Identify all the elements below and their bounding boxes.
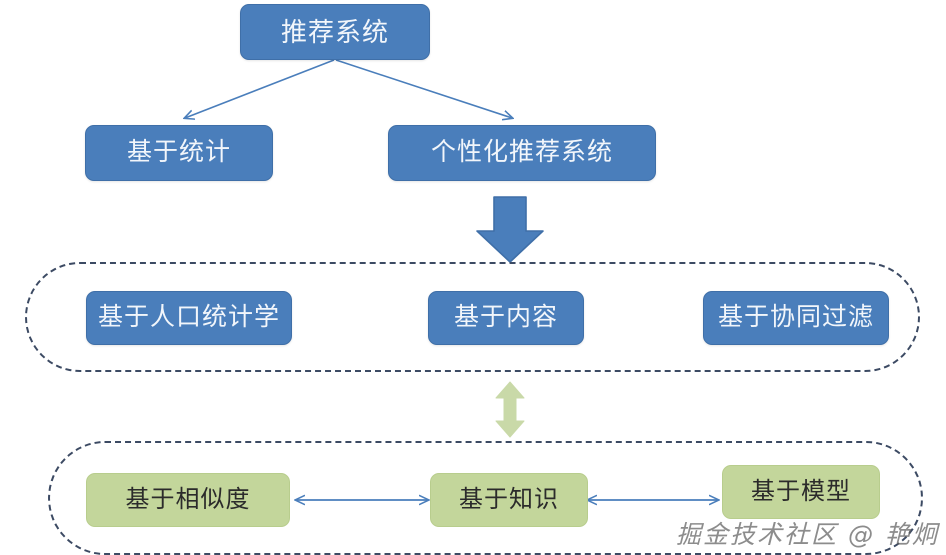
arrow-top-to-personalized bbox=[335, 59, 512, 118]
node-knowledge-based[interactable]: 基于知识 bbox=[430, 473, 588, 527]
node-personalized-recommendation[interactable]: 个性化推荐系统 bbox=[388, 125, 656, 181]
node-label: 基于统计 bbox=[126, 138, 231, 167]
node-collaborative-filtering-based[interactable]: 基于协同过滤 bbox=[703, 291, 889, 345]
node-label: 基于协同过滤 bbox=[717, 303, 874, 332]
arrow-top-to-statistics bbox=[185, 59, 335, 118]
block-arrow-down bbox=[476, 196, 544, 263]
node-statistics-based[interactable]: 基于统计 bbox=[85, 125, 273, 181]
node-label: 基于模型 bbox=[751, 477, 851, 505]
node-label: 基于知识 bbox=[459, 485, 559, 513]
node-label: 个性化推荐系统 bbox=[430, 138, 613, 167]
node-recommendation-system[interactable]: 推荐系统 bbox=[240, 4, 430, 60]
node-model-based[interactable]: 基于模型 bbox=[722, 465, 880, 519]
node-content-based[interactable]: 基于内容 bbox=[428, 291, 584, 345]
double-arrow-vertical bbox=[495, 381, 525, 438]
node-label: 推荐系统 bbox=[280, 16, 389, 47]
node-demographic-based[interactable]: 基于人口统计学 bbox=[86, 291, 292, 345]
node-label: 基于人口统计学 bbox=[97, 303, 280, 332]
watermark-text: 掘金技术社区 @ 艳炯 bbox=[676, 520, 939, 549]
node-label: 基于相似度 bbox=[125, 485, 251, 513]
personalized-methods-group bbox=[25, 262, 920, 372]
node-label: 基于内容 bbox=[453, 303, 558, 332]
node-similarity-based[interactable]: 基于相似度 bbox=[86, 473, 290, 527]
recommendation-basis-group bbox=[48, 441, 923, 555]
